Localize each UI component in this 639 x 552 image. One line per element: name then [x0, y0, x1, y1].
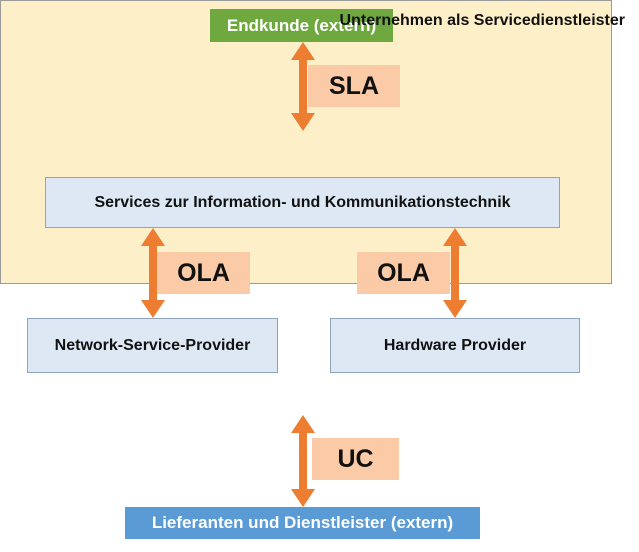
services-box: Services zur Information- und Kommunikat…	[45, 177, 560, 228]
ola-right-label: OLA	[377, 258, 430, 287]
ola-left-double-arrow-icon	[141, 228, 165, 318]
hardware-provider-label: Hardware Provider	[383, 336, 527, 354]
suppliers-label: Lieferanten und Dienstleister (extern)	[151, 513, 454, 532]
ola-right-arrow-shape	[443, 228, 467, 318]
uc-double-arrow-icon	[291, 415, 315, 507]
ola-left-label-box: OLA	[157, 252, 250, 294]
sla-label: SLA	[329, 71, 379, 100]
sla-double-arrow-icon	[291, 42, 315, 131]
ola-right-label-box: OLA	[357, 252, 450, 294]
suppliers-box: Lieferanten und Dienstleister (extern)	[125, 507, 480, 539]
customer-box: Endkunde (extern)	[210, 9, 393, 42]
uc-label-box: UC	[312, 438, 399, 480]
ola-left-label: OLA	[177, 258, 230, 287]
uc-label: UC	[337, 444, 374, 473]
company-title: Unternehmen als Servicedienstleister	[339, 12, 625, 29]
ola-right-double-arrow-icon	[443, 228, 467, 318]
ola-left-arrow-shape	[141, 228, 165, 318]
network-provider-label: Network-Service-Provider	[54, 336, 251, 354]
services-label: Services zur Information- und Kommunikat…	[94, 193, 511, 211]
hardware-provider-box: Hardware Provider	[330, 318, 580, 373]
uc-arrow-shape	[291, 415, 315, 507]
sla-arrow-shape	[291, 42, 315, 131]
network-service-provider-box: Network-Service-Provider	[27, 318, 278, 373]
sla-label-box: SLA	[308, 65, 400, 107]
customer-label: Endkunde (extern)	[226, 15, 377, 35]
